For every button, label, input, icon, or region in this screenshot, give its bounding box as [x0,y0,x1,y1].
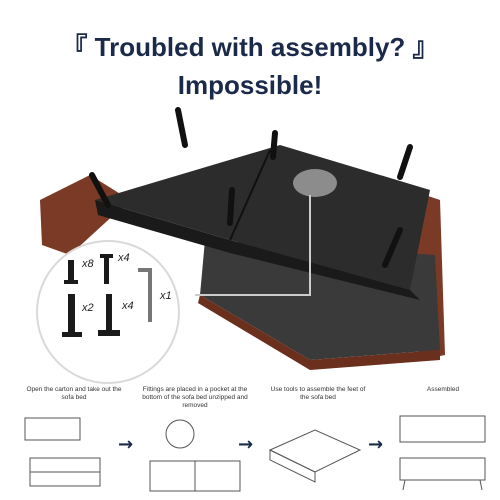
wrench-qty: x1 [160,290,172,302]
wood-frame-left [40,175,130,255]
sofa-base-illustration [40,107,445,370]
main-board-top [95,145,430,290]
headline-line-1: 『 Troubled with assembly? 』 [61,32,439,62]
step-2-sketch [149,419,241,492]
plate-leg-icon [106,294,112,332]
long-leg-icon [68,294,75,334]
step-1-label: Open the carton and take out the sofa be… [26,386,122,401]
bolt-qty: x4 [118,252,130,264]
callout-line [195,195,311,296]
step-4-sketch [399,415,486,491]
parts-drawing [62,254,152,337]
parts-inset: x8 x4 x1 x2 x4 [36,240,180,384]
right-arrow-icon: → [118,434,134,455]
step-3-label: Use tools to assemble the feet of the so… [270,386,366,401]
long-leg-qty: x2 [82,302,94,314]
right-arrow-icon: → [368,434,384,455]
right-arrow-icon: → [238,434,254,455]
step-1-sketch [24,417,101,487]
step-2-label: Fittings are placed in a pocket at the b… [142,386,248,409]
legs [89,107,413,268]
bolt-icon [104,256,109,284]
step-3-sketch [268,429,362,483]
board-seam [229,149,271,241]
plate-qty: x4 [122,300,134,312]
main-board-front [95,200,420,300]
short-leg-icon [68,260,74,282]
wrench-icon [138,268,152,322]
assembly-steps: Open the carton and take out the sofa be… [0,386,500,500]
step-4-label: Assembled [426,386,460,393]
headline-line-2: Impossible! [177,70,323,100]
leg-qty: x8 [82,258,94,270]
hinge-cutout [293,169,337,197]
